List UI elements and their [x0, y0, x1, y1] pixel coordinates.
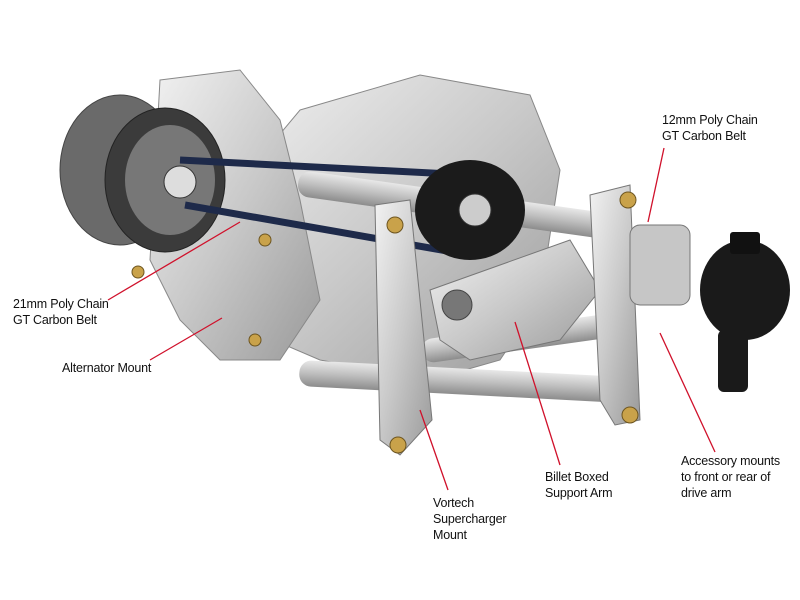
drive-pulley [415, 160, 525, 260]
leader-vortech-mount [419, 409, 449, 491]
accessory-unit [629, 224, 790, 392]
leader-21mm-belt [107, 221, 241, 301]
belt-21mm [179, 156, 471, 259]
leader-support-arm [514, 321, 561, 466]
alternator [59, 94, 226, 253]
billet-boxed-support-arm [429, 239, 601, 361]
label-21mm-belt: 21mm Poly Chain GT Carbon Belt [13, 297, 109, 327]
label-accessory-mounts: Accessory mounts to front or rear of dri… [681, 454, 780, 500]
leader-accessory-mounts [659, 332, 716, 453]
vortech-mount-arm [374, 199, 433, 456]
label-alternator-mount: Alternator Mount [62, 361, 152, 375]
label-support-arm: Billet Boxed Support Arm [545, 470, 613, 500]
leader-alternator-mount [149, 317, 223, 361]
label-12mm-belt: 12mm Poly Chain GT Carbon Belt [662, 113, 758, 143]
leader-12mm-belt [647, 147, 665, 223]
label-vortech-mount: Vortech Supercharger Mount [433, 496, 507, 542]
leader-lines [107, 147, 716, 491]
